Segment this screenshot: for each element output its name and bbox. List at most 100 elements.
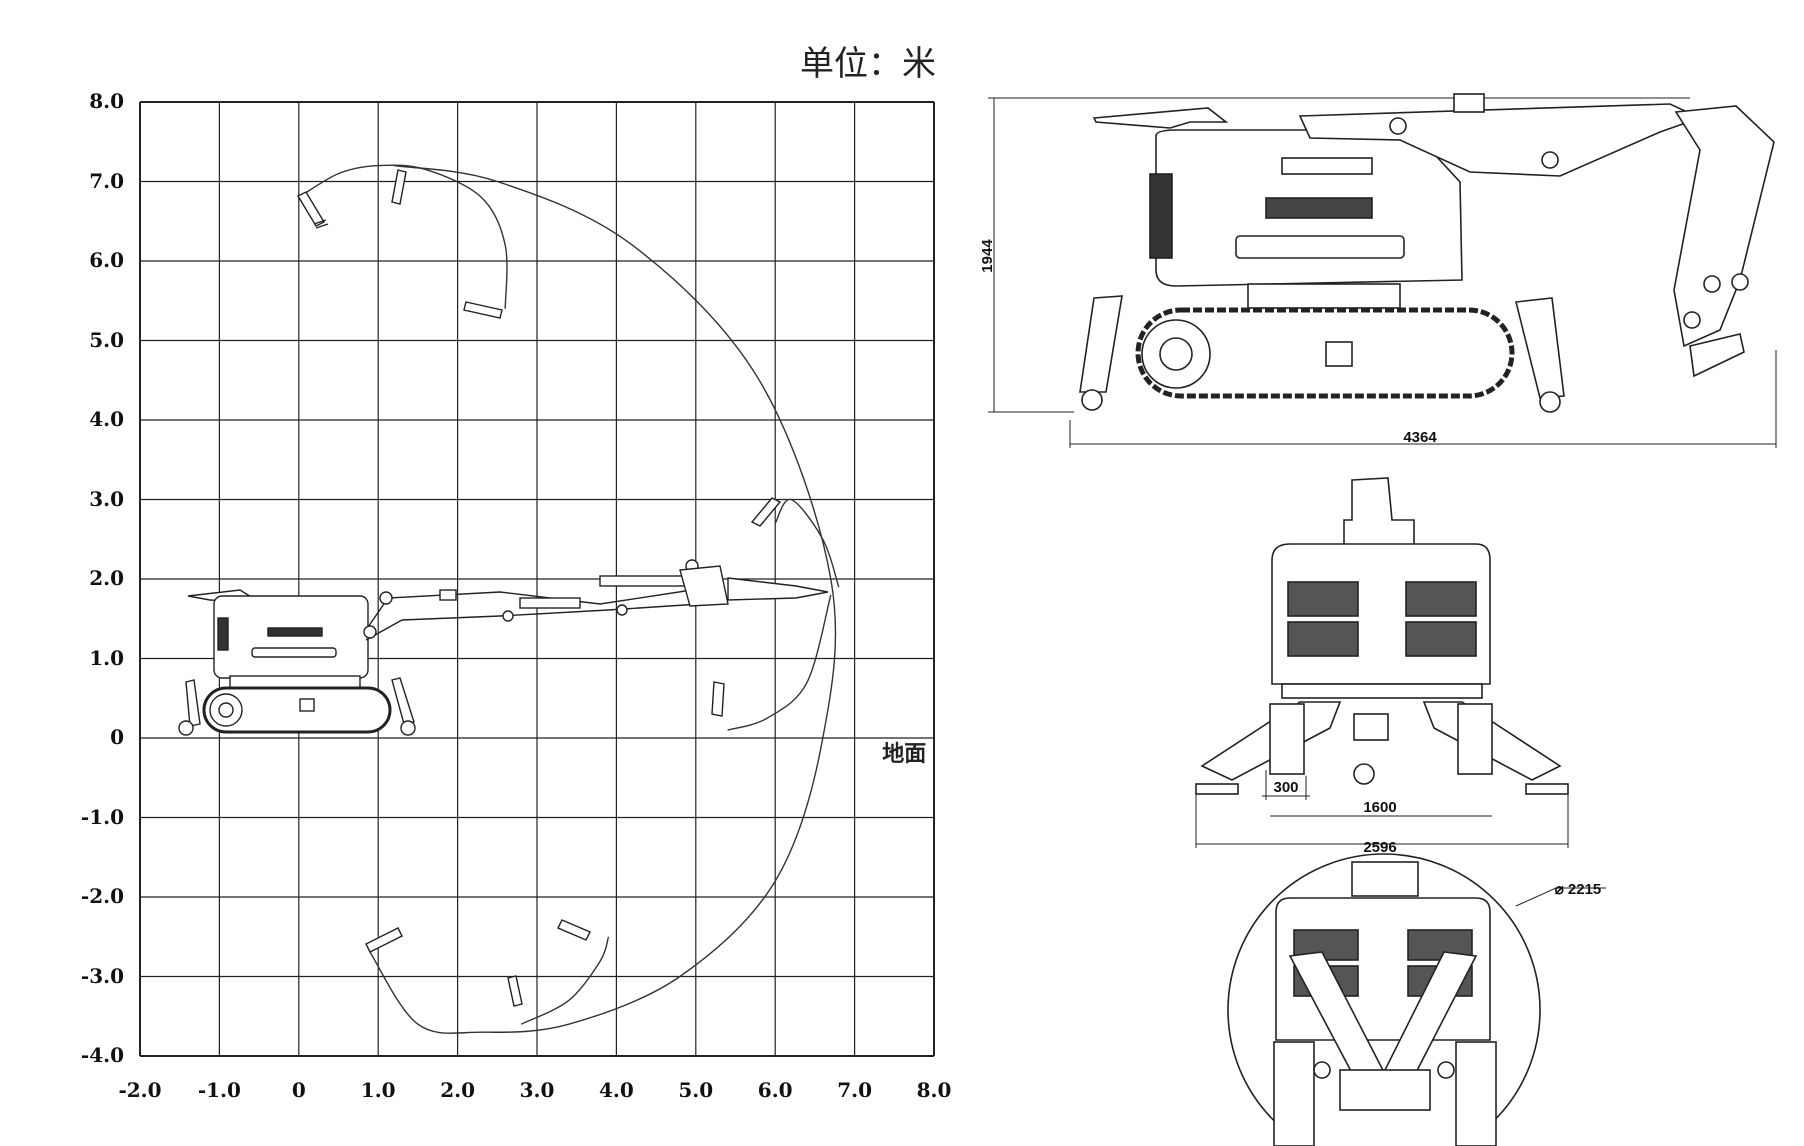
y-tick-label: 6.0 xyxy=(89,248,124,272)
machine-pin-2 xyxy=(363,625,377,639)
machine-handle xyxy=(251,647,337,658)
machine-outrigger-right-foot xyxy=(400,720,416,736)
side-outrigger-right xyxy=(1515,297,1565,399)
diameter-dimension-text: ⌀ 2215 xyxy=(1555,881,1602,898)
side-label-plate xyxy=(1281,157,1373,175)
side-outrigger-right-foot xyxy=(1539,391,1561,413)
side-turntable xyxy=(1247,283,1401,309)
front-grille-tr xyxy=(1405,581,1477,617)
length-dimension-text: 4364 xyxy=(1403,429,1437,446)
y-tick-label: -3.0 xyxy=(80,963,124,988)
side-boom-bracket xyxy=(1453,93,1485,113)
y-tick-label: -4.0 xyxy=(80,1043,124,1067)
plan-track-left xyxy=(1273,1041,1315,1146)
y-tick-label: -2.0 xyxy=(80,884,124,908)
reach-envelope-curve xyxy=(520,936,610,1025)
front-arm-stub xyxy=(1343,477,1415,549)
tool-position-7 xyxy=(507,975,523,1007)
y-tick-label: -1.0 xyxy=(80,804,124,829)
side-sprocket-hub xyxy=(1159,337,1193,371)
side-logo xyxy=(1265,197,1373,219)
chart-grid xyxy=(139,101,935,1057)
machine-track-hub xyxy=(218,702,234,718)
track-dimension-text: 300 xyxy=(1273,779,1298,796)
tool-position-6 xyxy=(365,927,403,953)
x-tick-label: 2.0 xyxy=(440,1078,475,1102)
side-track-box xyxy=(1325,341,1353,367)
x-tick-label: 1.0 xyxy=(360,1078,396,1102)
side-boom-pin-1 xyxy=(1389,117,1407,135)
front-center-box xyxy=(1353,713,1389,741)
machine-boom-cylinder-2 xyxy=(599,575,691,587)
front-grille-tl xyxy=(1287,581,1359,617)
machine-boom-cylinder xyxy=(519,597,581,609)
x-tick-label: 5.0 xyxy=(678,1078,714,1102)
x-tick-label: 8.0 xyxy=(916,1078,952,1102)
side-arm-pin-3 xyxy=(1683,311,1701,329)
y-tick-label: 1.0 xyxy=(89,645,124,670)
side-arm-pin-2 xyxy=(1731,273,1749,291)
y-tick-label: 2.0 xyxy=(89,566,124,590)
side-arm-pin-1 xyxy=(1703,275,1721,293)
plan-pin-right xyxy=(1437,1061,1455,1079)
front-grille-bl xyxy=(1287,621,1359,657)
machine-boom-block-1 xyxy=(439,589,457,601)
side-shield-plate xyxy=(1092,107,1229,129)
machine-outrigger-left-foot xyxy=(178,720,194,736)
tool-position-5 xyxy=(711,681,725,717)
front-track-right xyxy=(1457,703,1493,775)
machine-outrigger-left xyxy=(185,679,201,727)
envelope-curves xyxy=(298,164,840,1034)
front-pad-right xyxy=(1525,783,1569,795)
x-tick-label: 7.0 xyxy=(837,1078,872,1102)
reach-envelope-curve xyxy=(727,594,832,731)
tool-position-3 xyxy=(463,301,503,319)
side-outrigger-left xyxy=(1079,295,1123,393)
side-boom-pin-2 xyxy=(1541,151,1559,169)
x-tick-label: 6.0 xyxy=(757,1078,793,1102)
diameter-leader-line xyxy=(1515,887,1606,907)
plan-view-drawing xyxy=(1227,853,1606,1146)
tool-position-8 xyxy=(557,919,591,941)
unit-title: 单位：米 xyxy=(800,44,936,84)
y-tick-label: 8.0 xyxy=(89,89,124,113)
x-tick-label: 0 xyxy=(291,1078,306,1102)
y-tick-label: 5.0 xyxy=(89,327,124,352)
front-view-drawing xyxy=(1195,477,1569,848)
x-tick-label: 3.0 xyxy=(519,1078,555,1102)
machine-breaker-body xyxy=(679,565,729,607)
inner-dimension-text: 1600 xyxy=(1363,799,1396,816)
machine-track xyxy=(202,686,392,734)
reach-envelope-curve xyxy=(369,164,837,1034)
overall-dimension-text: 2596 xyxy=(1363,839,1396,856)
side-breaker-head xyxy=(1689,333,1745,378)
plan-pin-left xyxy=(1313,1061,1331,1079)
side-arm xyxy=(1673,105,1775,348)
front-frame xyxy=(1281,683,1483,699)
tool-position-1-tip xyxy=(313,219,329,229)
machine-vent xyxy=(217,617,229,651)
y-tick-label: 7.0 xyxy=(89,168,124,193)
machine-on-chart xyxy=(178,559,829,736)
plan-center-box xyxy=(1339,1069,1431,1111)
tool-position-4 xyxy=(750,497,782,527)
tool-position-1 xyxy=(297,191,325,227)
swing-diameter-circle xyxy=(1227,853,1541,1146)
machine-breaker-chisel xyxy=(727,577,829,601)
front-track-left xyxy=(1269,703,1305,775)
y-tick-label: 4.0 xyxy=(89,407,124,431)
height-dimension-text: 1944 xyxy=(979,239,996,273)
plan-track-right xyxy=(1455,1041,1497,1146)
machine-pin-3 xyxy=(502,610,514,622)
front-pad-left xyxy=(1195,783,1239,795)
breaker-positions xyxy=(297,169,782,1007)
machine-boom-upper xyxy=(365,587,721,631)
side-outrigger-left-foot xyxy=(1081,389,1103,411)
y-tick-label: 3.0 xyxy=(89,486,124,511)
x-tick-label: 4.0 xyxy=(598,1078,634,1102)
machine-body xyxy=(213,595,369,679)
plan-arm-stub xyxy=(1351,861,1419,897)
side-track xyxy=(1135,307,1515,399)
y-tick-label: 0 xyxy=(110,725,124,749)
